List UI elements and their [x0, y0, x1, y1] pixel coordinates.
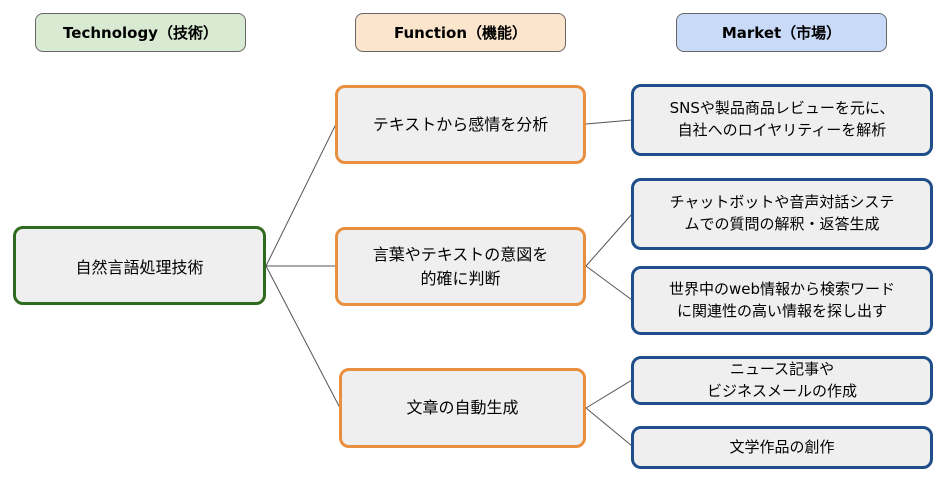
- function-header: Function（機能）: [355, 13, 566, 52]
- market-header: Market（市場）: [676, 13, 887, 52]
- market-node-5-label: 文学作品の創作: [729, 437, 835, 456]
- market-node-3: 世界中のweb情報から検索ワード に関連性の高い情報を探し出す: [631, 266, 933, 335]
- market-node-2-label: チャットボットや音声対話システ ムでの質問の解釈・返答生成: [669, 193, 895, 233]
- function-node-2-label: 言葉やテキストの意図を 的確に判断: [372, 245, 549, 288]
- connector-function-3-to-market-4: [585, 379, 633, 409]
- connector-function-3-to-market-5: [585, 407, 633, 447]
- function-header-label: Function（機能）: [393, 24, 528, 42]
- technology-node-label: 自然言語処理技術: [75, 257, 204, 277]
- technology-header: Technology（技術）: [35, 13, 246, 52]
- market-node-3-label: 世界中のweb情報から検索ワード に関連性の高い情報を探し出す: [668, 279, 896, 320]
- market-header-label: Market（市場）: [721, 24, 842, 42]
- market-node-1: SNSや製品商品レビューを元に、 自社へのロイヤリティーを解析: [631, 84, 933, 156]
- function-node-1-label: テキストから感情を分析: [372, 114, 549, 134]
- connector-function-2-to-market-3: [585, 265, 633, 301]
- function-node-1: テキストから感情を分析: [335, 85, 586, 164]
- market-node-5: 文学作品の創作: [631, 426, 933, 469]
- function-node-3: 文章の自動生成: [339, 368, 586, 448]
- connector-function-2-to-market-2: [585, 213, 633, 267]
- market-node-4-label: ニュース記事や ビジネスメールの作成: [706, 359, 857, 400]
- connector-function-1-to-market-1: [585, 119, 633, 125]
- connector-tech-to-function-3: [265, 265, 341, 409]
- connector-tech-to-function-1: [265, 123, 337, 267]
- function-node-2: 言葉やテキストの意図を 的確に判断: [335, 227, 586, 306]
- market-node-2: チャットボットや音声対話システ ムでの質問の解釈・返答生成: [631, 178, 933, 250]
- technology-node: 自然言語処理技術: [13, 226, 266, 305]
- technology-header-label: Technology（技術）: [63, 24, 218, 42]
- market-node-1-label: SNSや製品商品レビューを元に、 自社へのロイヤリティーを解析: [669, 99, 895, 139]
- market-node-4: ニュース記事や ビジネスメールの作成: [631, 356, 933, 405]
- function-node-3-label: 文章の自動生成: [406, 398, 519, 418]
